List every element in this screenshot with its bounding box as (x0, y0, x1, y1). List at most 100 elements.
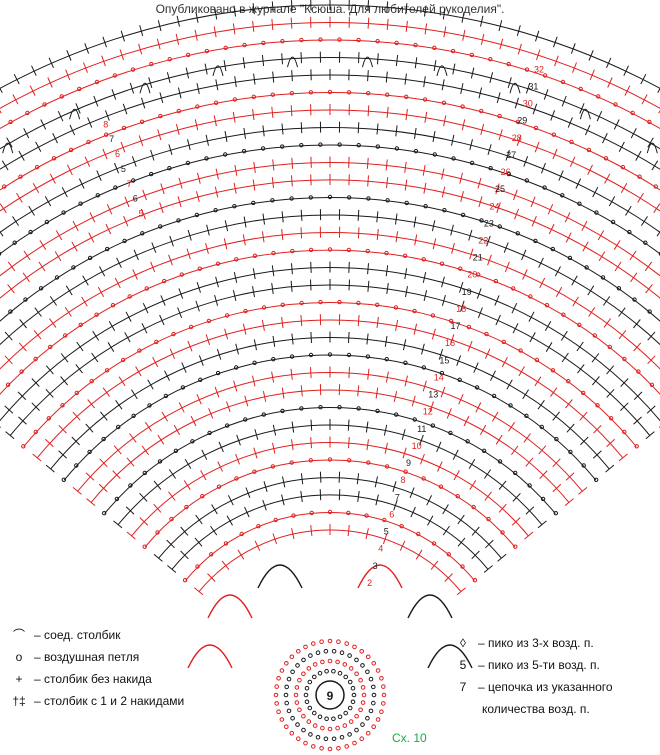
picot (646, 142, 658, 154)
chain-stitch (320, 725, 325, 731)
chain-stitch (86, 139, 91, 145)
stitch-tick (57, 110, 64, 122)
stitch-tick (618, 330, 627, 340)
stitch-tick (180, 550, 189, 560)
stitch-tick (18, 342, 27, 352)
picot (509, 82, 521, 94)
chain-stitch (342, 723, 348, 728)
stitch-tick (84, 156, 91, 167)
chain-stitch (294, 685, 300, 690)
chain-stitch (33, 356, 38, 362)
row-number: 12 (423, 407, 433, 417)
stitch-tick (348, 331, 350, 344)
chain-stitch (122, 238, 127, 244)
chain-stitch (243, 308, 248, 314)
row-number: 21 (473, 253, 483, 263)
chain-stitch (204, 156, 209, 161)
stitch-tick (253, 161, 256, 173)
chain-stitch (232, 97, 238, 102)
chain-stitch (195, 564, 200, 569)
row-number: 2 (367, 578, 372, 588)
row-arc (63, 354, 597, 481)
chain-stitch (515, 231, 520, 236)
stitch-tick (300, 122, 303, 134)
chain-stitch (38, 286, 44, 291)
stitch-tick (457, 514, 465, 525)
chain-stitch (342, 662, 348, 667)
row-number: 32 (534, 64, 544, 74)
chain-stitch (343, 674, 349, 680)
chain-stitch (375, 717, 381, 722)
stitch-tick (647, 355, 656, 365)
picot (362, 56, 373, 68)
stitch-tick (613, 240, 621, 250)
chain-stitch (294, 700, 300, 705)
stitch-tick (478, 87, 483, 99)
row-arc (0, 232, 660, 370)
stitch-tick (602, 296, 611, 306)
stitch-tick (618, 453, 628, 462)
stitch-tick (560, 330, 568, 341)
stitch-tick (33, 330, 42, 340)
stitch-tick (169, 235, 174, 247)
stitch-tick (480, 33, 485, 45)
stitch-tick (119, 49, 124, 61)
stitch-tick (211, 504, 218, 515)
stitch-tick (164, 370, 170, 381)
chain-stitch (394, 40, 399, 46)
stitch-tick (32, 453, 42, 462)
chain-stitch (356, 37, 361, 43)
stitch-tick (376, 316, 379, 329)
stitch-tick (576, 341, 584, 352)
stitch-tick (633, 391, 643, 400)
chain-stitch (331, 716, 336, 722)
stitch-tick (221, 560, 230, 570)
chain-stitch (195, 104, 200, 109)
stitch-tick (499, 38, 504, 50)
stitch-tick (319, 489, 322, 501)
stitch-tick (467, 340, 473, 352)
chain-stitch (337, 37, 342, 42)
chain-stitch (403, 469, 408, 474)
chain-stitch (368, 708, 374, 714)
legend-item-single-crochet: + – столбик без накида (8, 668, 184, 690)
stitch-tick (525, 506, 535, 515)
stitch-tick (471, 550, 480, 560)
stitch-tick (196, 281, 201, 293)
stitch-tick (357, 209, 360, 221)
chain-stitch (225, 423, 230, 428)
stitch-tick (85, 423, 94, 433)
chain-stitch (344, 641, 350, 646)
chain-stitch (327, 658, 333, 664)
chain-stitch (318, 405, 323, 410)
chain-stitch (488, 57, 493, 62)
chain-stitch (394, 146, 400, 151)
stitch-tick (201, 449, 208, 460)
chain-stitch (337, 405, 342, 410)
chain-stitch (271, 250, 276, 256)
stitch-tick (272, 159, 275, 171)
chain-stitch (518, 348, 523, 353)
stitch-tick (5, 431, 15, 440)
stitch-tick (281, 494, 285, 506)
stitch-tick (122, 103, 128, 115)
stitch-tick (271, 106, 274, 118)
stitch-tick (521, 249, 527, 261)
chain-stitch (567, 255, 573, 261)
stitch-tick (510, 445, 519, 456)
chain-stitch (384, 357, 389, 362)
stitch-tick (102, 387, 111, 397)
stitch-tick (451, 134, 455, 146)
stitch-tick (272, 533, 278, 545)
chain-stitch (432, 45, 437, 50)
stitch-tick (504, 261, 510, 273)
stitch-tick (635, 150, 642, 161)
chain-stitch (350, 685, 356, 691)
chain-stitch (293, 692, 299, 698)
chain-stitch (184, 504, 189, 510)
stitch-tick (54, 251, 62, 262)
stitch-tick (160, 295, 166, 306)
stitch-tick (606, 388, 615, 398)
stitch-tick (223, 60, 227, 72)
chain-stitch (511, 286, 516, 291)
